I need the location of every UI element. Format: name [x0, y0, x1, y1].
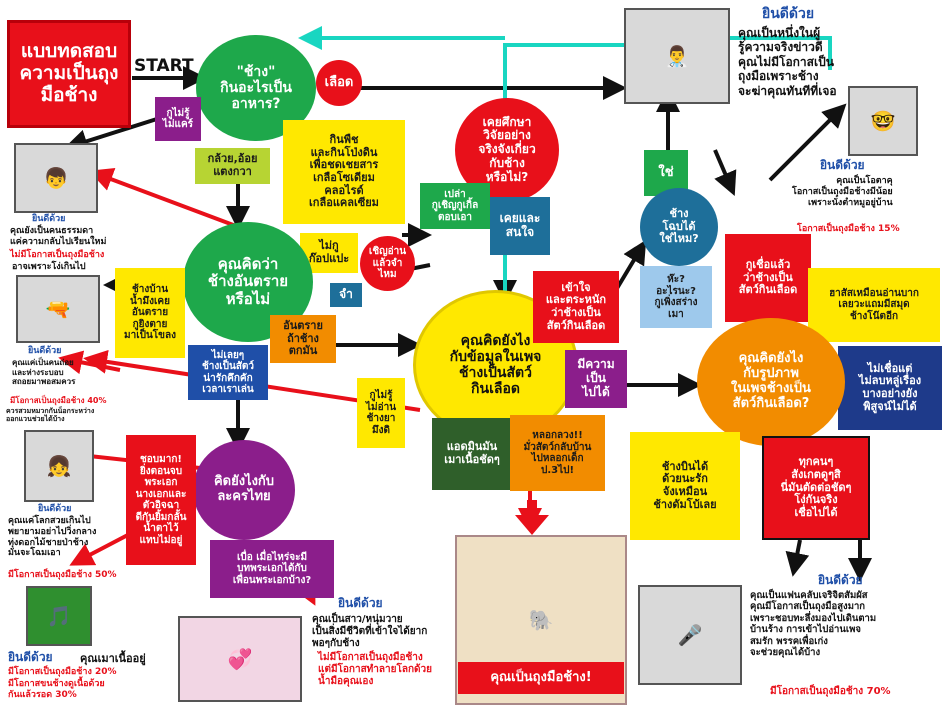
- rasta-man-icon: 🎵: [26, 586, 92, 646]
- quiz-title: แบบทดสอบ ความเป็นถุง มือช้าง: [7, 20, 131, 128]
- banana-box[interactable]: กล้วย,อ้อย แตงกวา: [195, 148, 270, 184]
- shooter-result-head: ยินดีด้วย: [28, 346, 62, 356]
- normal-result-body: คุณยังเป็นคนธรรมดา แค่ความกลับไปเรียนใหม…: [10, 226, 107, 247]
- otaku-result-body: คุณเป็นโอตาคุ โอกาสเป็นถุงมือช้างมีน้อย …: [792, 176, 893, 208]
- noinvite-box[interactable]: เปล่า กูเชิญกูเกิ้ล ตอบเอา: [420, 183, 490, 229]
- start-label: START: [134, 56, 194, 76]
- shooter-result-tail: ควรสวมหมวกกันน็อกระหว่าง ออกแวนช่วยได้บ้…: [6, 407, 95, 424]
- dontknow2-box[interactable]: กูไม่รู้ ไม่อ่าน ช้างยา มึงดิ: [357, 378, 405, 448]
- gay-result-red: ไม่มีโอกาสเป็นถุงมือช้าง แต่มีโอกาสทำลาย…: [318, 652, 433, 687]
- shooter-result-pct: มีโอกาสเป็นถุงมือช้าง 40%: [10, 396, 107, 405]
- lie-box[interactable]: หลอกลวง!! มั่วสัตว์กลับบ้าน ไปหลอกเด็ก ป…: [510, 415, 605, 491]
- bob-result-pct1: มีโอกาสเป็นถุงมือช้าง 20%: [8, 667, 117, 677]
- anime-girl-icon: 👧: [24, 430, 94, 502]
- q-drama-circle[interactable]: คิดยังไงกับ ละครไทย: [193, 440, 295, 540]
- doctor-result-head: ยินดีด้วย: [762, 6, 815, 22]
- otaku-cartoon-icon: 🤓: [848, 86, 918, 156]
- fly-cute-box[interactable]: ช้างบินได้ ด้วยนะรัก จังเหมือน ช้างดัมโบ…: [630, 432, 740, 540]
- shooter-result-body: คุณแค่เป็นคนถ่อย และห่างระบอบ สถอยมาพอสม…: [12, 358, 76, 387]
- q-study-circle[interactable]: เคยศึกษา วิจัยอย่าง จริงจังเกี่ยว กับช้า…: [455, 98, 559, 202]
- understand-box[interactable]: เข้าใจ และตระหนัก ว่าช้างเป็น สัตว์กินเล…: [533, 271, 619, 343]
- normal-result-red: ไม่มีโอกาสเป็นถุงมือช้าง: [10, 250, 105, 260]
- danger-box[interactable]: อันตราย ถ้าช้างตกมัน: [270, 315, 336, 363]
- fan-result-body: คุณเป็นแฟนคลับเจริจิตสัมผัส คุณมีโอกาสเป…: [750, 590, 877, 658]
- yaoi-manga-icon: 💞: [178, 616, 302, 702]
- possible-box[interactable]: มีความเป็น ไปได้: [565, 350, 627, 408]
- girl-result-body: คุณแค่โลกสวยเกินไป พยายามอย่าไปวิ่งกลาง …: [8, 516, 97, 559]
- dunno1-box[interactable]: กูไม่รู้ ไม่แคร์: [155, 97, 201, 141]
- bob-result-body: คุณเมาเนื้ออยู่: [80, 652, 146, 665]
- haha-box[interactable]: ฮาสัสเหมือนอ่านบาก เลยวะแถมมีสมุด ช้างโน…: [808, 268, 940, 342]
- girl-result-head: ยินดีด้วย: [38, 504, 72, 514]
- bob-result-head: ยินดีด้วย: [8, 650, 53, 664]
- q-fly-circle[interactable]: ช้าง โฉบได้ ใช่ไหม?: [640, 188, 718, 266]
- result-glove-box: คุณเป็นถุงมือช้าง!: [458, 662, 624, 694]
- q-pic-circle[interactable]: คุณคิดยังไง กับรูปภาพ ในเพจช้างเป็น สัตว…: [697, 318, 845, 446]
- otaku-result-pct: โอกาสเป็นถุงมือช้าง 15%: [797, 224, 900, 234]
- normal-result-head: ยินดีด้วย: [32, 214, 66, 224]
- doctor-photo-icon: 👨‍⚕️: [624, 8, 730, 104]
- love-drama-box[interactable]: ชอบมาก! ยิ่งตอนจบ พระเอก นางเอกและ ตัวอิ…: [126, 435, 196, 565]
- home-elephant-box[interactable]: ช้างบ้าน น้ำมึงเคย อันตราย กูยิงตาย มาเป…: [115, 268, 185, 358]
- admin-box[interactable]: แอดมินมัน เมาเนื้อชัดๆ: [432, 418, 512, 490]
- bob-result-pct2: มีโอกาสขนช้างดูเนื้อด้วย กันแล้วรอด 30%: [8, 679, 105, 700]
- q-danger-circle[interactable]: คุณคิดว่า ช้างอันตราย หรือไม่: [183, 222, 313, 342]
- otaku-result-head: ยินดีด้วย: [820, 158, 865, 172]
- fan-result-pct: มีโอกาสเป็นถุงมือช้าง 70%: [770, 686, 891, 697]
- remember-box[interactable]: จำ: [330, 283, 362, 307]
- not-danger-box[interactable]: ไม่เลยๆ ช้างเป็นสัตว์ น่ารักคึกคัก เวลาเ…: [188, 345, 268, 400]
- not-believe-box[interactable]: ไม่เชื่อแต่ ไม่ลบหลู่เรื่อง บางอย่างยัง …: [838, 346, 942, 430]
- doctor-result-body: คุณเป็นหนึ่งในผู้ รู้ความจริงข่าวดี คุณไ…: [738, 26, 837, 98]
- shooter-photo-icon: 🔫: [16, 275, 100, 343]
- plants-box[interactable]: กินพืช และกินโป่งดิน เพื่อชดเชยสาร เกลือ…: [283, 120, 405, 224]
- everyone-box[interactable]: ทุกคนๆ สังเกตดูๆสิ นี่มันตัดต่อชัดๆ โง่ก…: [762, 436, 870, 540]
- what-box[interactable]: ห๊ะ? อะไรนะ? กูเพิ่งสร่าง เมา: [640, 266, 712, 328]
- fan-result-head: ยินดีด้วย: [818, 573, 863, 587]
- studied-box[interactable]: เคยและ สนใจ: [490, 197, 550, 255]
- kid-meme-icon: 👦: [14, 143, 98, 213]
- gay-result-body: คุณเป็นสาว/หนุ่มวาย เป็นสิ่งมีชีวิตที่เข…: [312, 614, 428, 649]
- bored-box[interactable]: เบื่อ เมื่อไหร่จะมี บทพระเอกได้กับ เพื่อ…: [210, 540, 334, 598]
- invite-memorize-circle[interactable]: เชิญอ่าน แล้วจำ ไหม: [360, 236, 415, 291]
- normal-result-tail: อาจเพราะโง่เกินไป: [12, 262, 86, 272]
- singer-photo-icon: 🎤: [638, 585, 742, 685]
- blood-circle[interactable]: เลือด: [316, 60, 362, 106]
- gay-result-head: ยินดีด้วย: [338, 596, 383, 610]
- believe-box[interactable]: กูเชื่อแล้ว ว่าช้างเป็น สัตว์กินเลือด: [725, 234, 811, 322]
- girl-result-pct: มีโอกาสเป็นถุงมือช้าง 50%: [8, 570, 117, 580]
